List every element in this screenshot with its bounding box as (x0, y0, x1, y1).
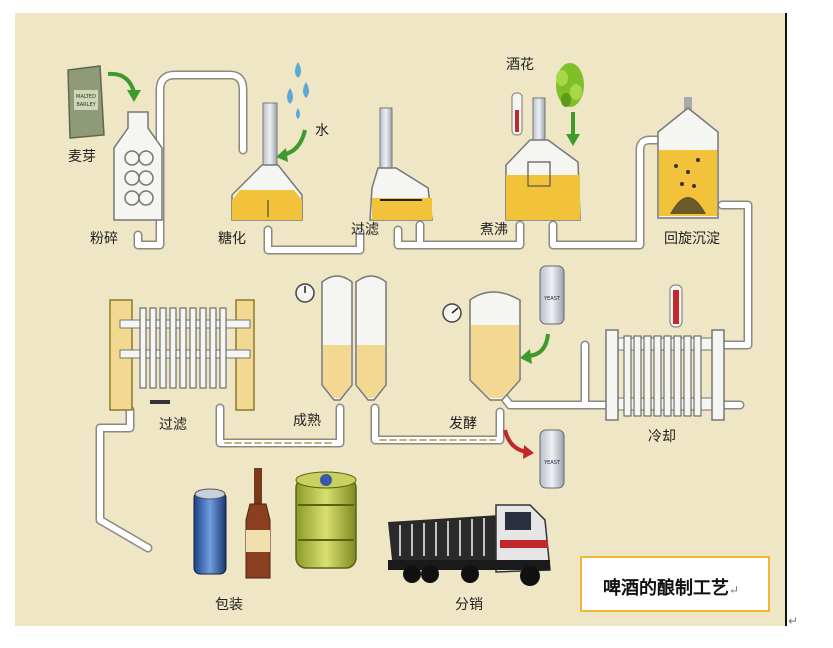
label-whirlpool: 回旋沉淀 (664, 231, 720, 247)
thermometer-icon (511, 92, 523, 136)
label-filter-1: 过滤 (351, 222, 379, 238)
beer-can-icon (193, 488, 227, 575)
arrow-head (520, 349, 532, 364)
mash-tun-icon (231, 102, 303, 221)
beer-keg-icon (295, 471, 357, 569)
label-hops: 酒花 (506, 57, 534, 73)
caption-title-text: 啤酒的酿制工艺 (603, 578, 729, 599)
beer-bottle-icon (245, 468, 271, 579)
yeast-can-top-icon: YEAST (539, 265, 565, 325)
label-filter-2: 过滤 (159, 417, 187, 433)
lauter-tun-icon (369, 107, 433, 221)
label-water: 水 (315, 123, 329, 139)
label-package: 包装 (215, 597, 243, 613)
label-distribute: 分销 (455, 597, 483, 613)
return-mark-corner: ↵ (788, 614, 799, 628)
sack-label-line2: BARLEY (76, 102, 96, 108)
heat-exchanger-icon (605, 329, 725, 421)
label-boil: 煮沸 (480, 222, 508, 238)
mill-icon (113, 111, 163, 221)
arrow-head (523, 445, 534, 459)
arrow-head (566, 134, 580, 146)
filter-press-icon (109, 299, 255, 411)
fermentation-tank-icon (469, 291, 521, 401)
label-saccharify: 糖化 (218, 231, 246, 247)
pressure-gauge-icon (295, 283, 315, 303)
label-mature: 成熟 (293, 413, 321, 429)
thermometer-cool-icon (669, 284, 683, 328)
boil-kettle-icon (505, 97, 581, 221)
label-malt: 麦芽 (68, 149, 96, 165)
return-mark: ↵ (729, 583, 740, 597)
arrow-head (276, 148, 288, 162)
pipe-network (95, 70, 753, 553)
hops-icon (556, 63, 584, 107)
caption-title: 啤酒的酿制工艺↵ (603, 574, 739, 600)
yeast-can-bottom-icon: YEAST (539, 429, 565, 489)
arrow-head (127, 90, 141, 102)
yeast-can-top-label: YEAST (543, 296, 561, 302)
whirlpool-tank-icon (657, 97, 719, 219)
fermenter-gauge-icon (442, 303, 462, 323)
sack-label-line1: MALTED (76, 94, 96, 100)
label-crush: 粉碎 (90, 231, 118, 247)
yeast-can-bottom-label: YEAST (543, 460, 561, 466)
caption-box (580, 556, 770, 612)
label-ferment: 发酵 (449, 416, 477, 432)
delivery-truck-icon (388, 504, 551, 586)
label-cool: 冷却 (648, 429, 676, 445)
malt-sack-icon: MALTED BARLEY (67, 65, 105, 139)
water-drops-icon (287, 62, 309, 119)
maturation-tanks-icon (321, 275, 387, 401)
malt-green-arrow-icon (107, 71, 136, 93)
